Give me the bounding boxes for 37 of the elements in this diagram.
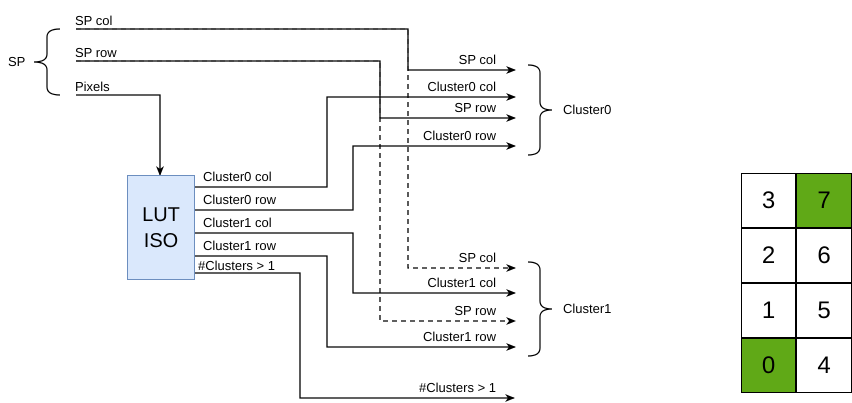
grid-cell: 0 <box>741 338 796 393</box>
port-label: Cluster0 col <box>203 169 272 184</box>
arrow <box>195 272 515 402</box>
grid-cell: 6 <box>796 228 852 283</box>
port-label: Cluster1 row <box>203 238 276 253</box>
port-label: Cluster1 col <box>203 215 272 230</box>
edge-label: Cluster0 row <box>422 128 497 143</box>
arrow <box>76 94 164 176</box>
arrow <box>195 142 516 211</box>
signal-label: SP col <box>75 13 112 28</box>
grid-cell: 5 <box>796 283 852 338</box>
signal-label: SP row <box>75 45 117 60</box>
group-label: Cluster0 <box>563 102 612 117</box>
edge-label: SP col <box>458 52 497 67</box>
grid-cell: 3 <box>741 173 796 228</box>
edge-label: SP col <box>458 250 497 265</box>
process-box: LUT ISO <box>127 175 195 280</box>
arrow <box>195 93 516 188</box>
edge-label: SP row <box>453 303 497 318</box>
edge-label: #Clusters > 1 <box>418 380 497 395</box>
group-label: Cluster1 <box>563 301 612 316</box>
edge-label: Cluster1 row <box>422 329 497 344</box>
arrow <box>195 255 516 351</box>
grid-cell: 7 <box>796 173 852 228</box>
port-label: Cluster0 row <box>203 192 276 207</box>
arrow <box>76 60 516 122</box>
edge-label: Cluster1 col <box>426 275 497 290</box>
arrow <box>195 232 516 297</box>
edge-label: Cluster0 col <box>426 79 497 94</box>
grid-cell: 2 <box>741 228 796 283</box>
group-label: SP <box>8 54 26 69</box>
grid-cell: 4 <box>796 338 852 393</box>
grid-cell: 1 <box>741 283 796 338</box>
arrow <box>76 28 516 74</box>
port-label: #Clusters > 1 <box>198 258 275 273</box>
edge-label: SP row <box>453 100 497 115</box>
signal-label: Pixels <box>75 79 110 94</box>
